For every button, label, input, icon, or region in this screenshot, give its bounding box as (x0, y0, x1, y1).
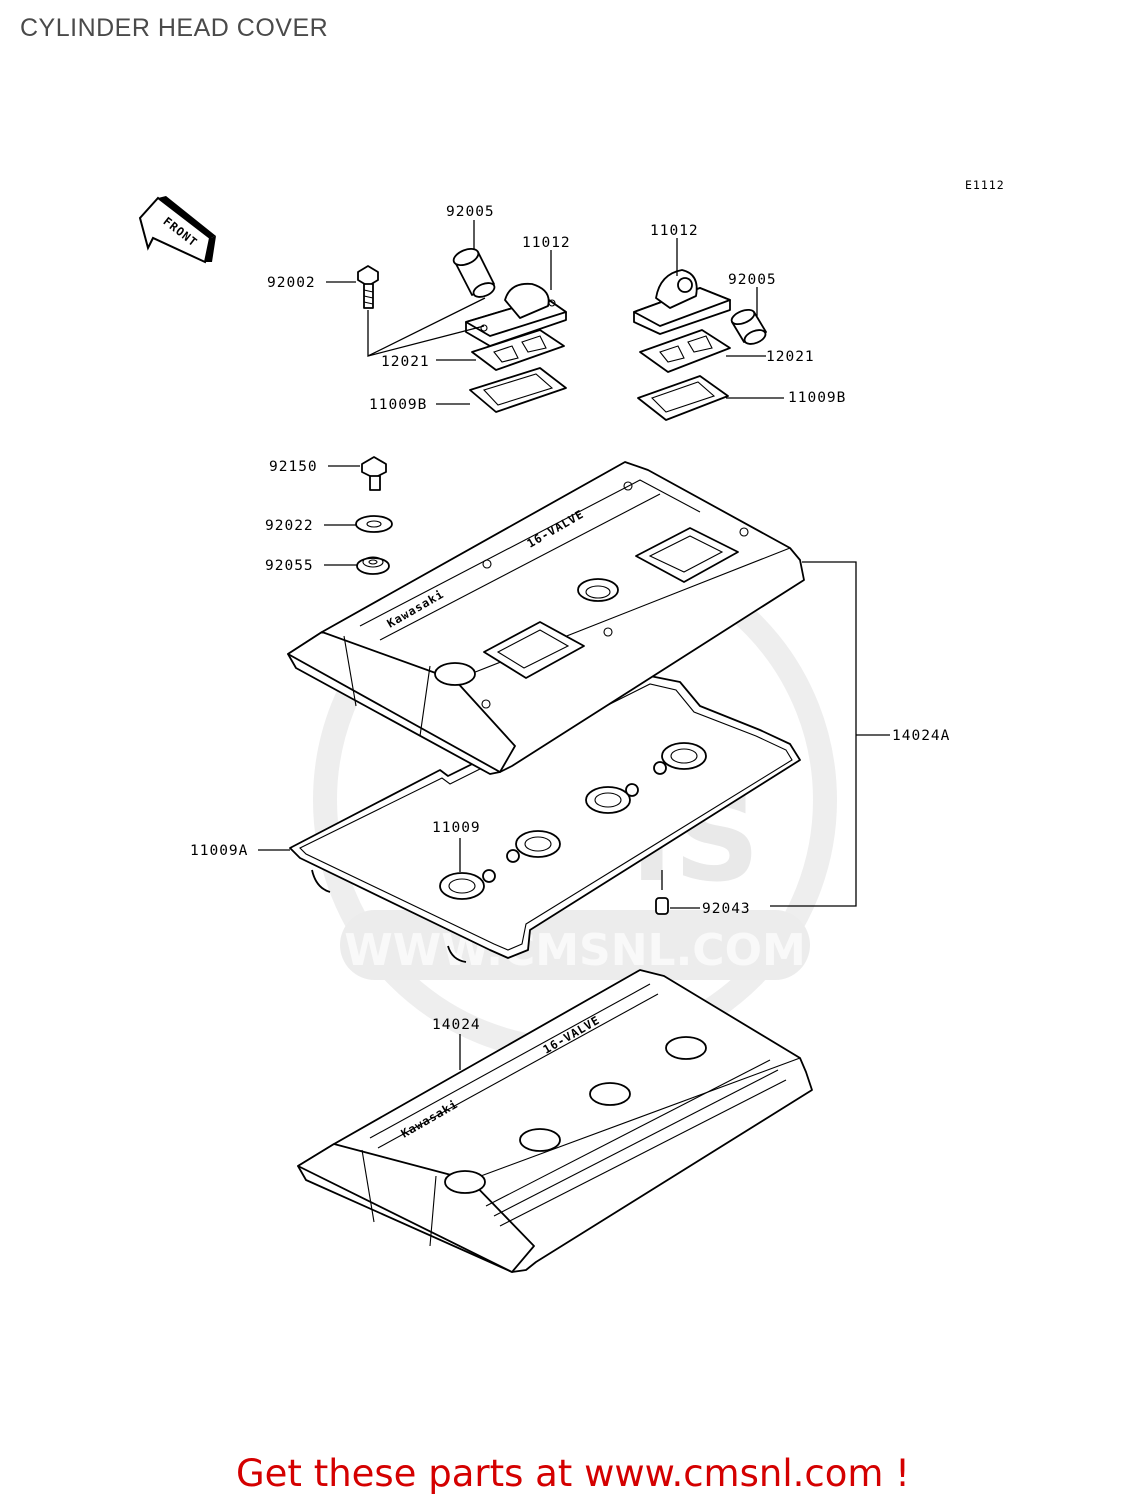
part-14024A-cover: Kawasaki 16-VALVE (287, 461, 890, 907)
label-11009A: 11009A (190, 843, 248, 859)
front-arrow-icon: FRONT (138, 196, 216, 264)
label-92043: 92043 (702, 901, 751, 917)
watermark-text: WWW.CMSNL.COM (344, 925, 806, 976)
part-92005-left (452, 247, 496, 298)
part-12021-left (471, 329, 565, 371)
label-11009B-right: 11009B (788, 390, 846, 406)
label-14024: 14024 (432, 1017, 481, 1033)
label-14024A: 14024A (892, 728, 950, 744)
label-92002: 92002 (267, 275, 316, 291)
label-12021-left: 12021 (381, 354, 430, 370)
part-11012-left (465, 282, 567, 347)
diagram-code: E1112 (965, 178, 1005, 192)
label-12021-right: 12021 (766, 349, 815, 365)
label-92150: 92150 (269, 459, 318, 475)
part-92150-bolt (328, 456, 387, 491)
part-11009B-right (637, 375, 729, 421)
part-92005-right (730, 308, 767, 345)
part-11009-seals (439, 742, 707, 900)
reed-valve-assembly-left (326, 220, 567, 413)
part-14024-cover: Kawasaki 16-VALVE (297, 969, 813, 1273)
label-11009B-left: 11009B (369, 397, 427, 413)
part-12021-right (639, 329, 731, 373)
reed-valve-assembly-right (633, 238, 784, 421)
label-11009: 11009 (432, 820, 481, 836)
label-11012-left: 11012 (522, 235, 571, 251)
footer-link-text[interactable]: Get these parts at www.cmsnl.com ! (235, 1452, 910, 1495)
part-92055-grommet (324, 556, 390, 575)
label-92022: 92022 (265, 518, 314, 534)
label-92055: 92055 (265, 558, 314, 574)
part-92043-pin (655, 870, 700, 915)
part-92002-bolt (357, 265, 379, 309)
label-92005-left: 92005 (446, 204, 495, 220)
part-92022-washer (324, 515, 393, 533)
part-11012-right (633, 269, 731, 335)
label-11012-right: 11012 (650, 223, 699, 239)
page-title: CYLINDER HEAD COVER (20, 14, 329, 42)
part-11009B-left (469, 367, 567, 413)
label-92005-right: 92005 (728, 272, 777, 288)
